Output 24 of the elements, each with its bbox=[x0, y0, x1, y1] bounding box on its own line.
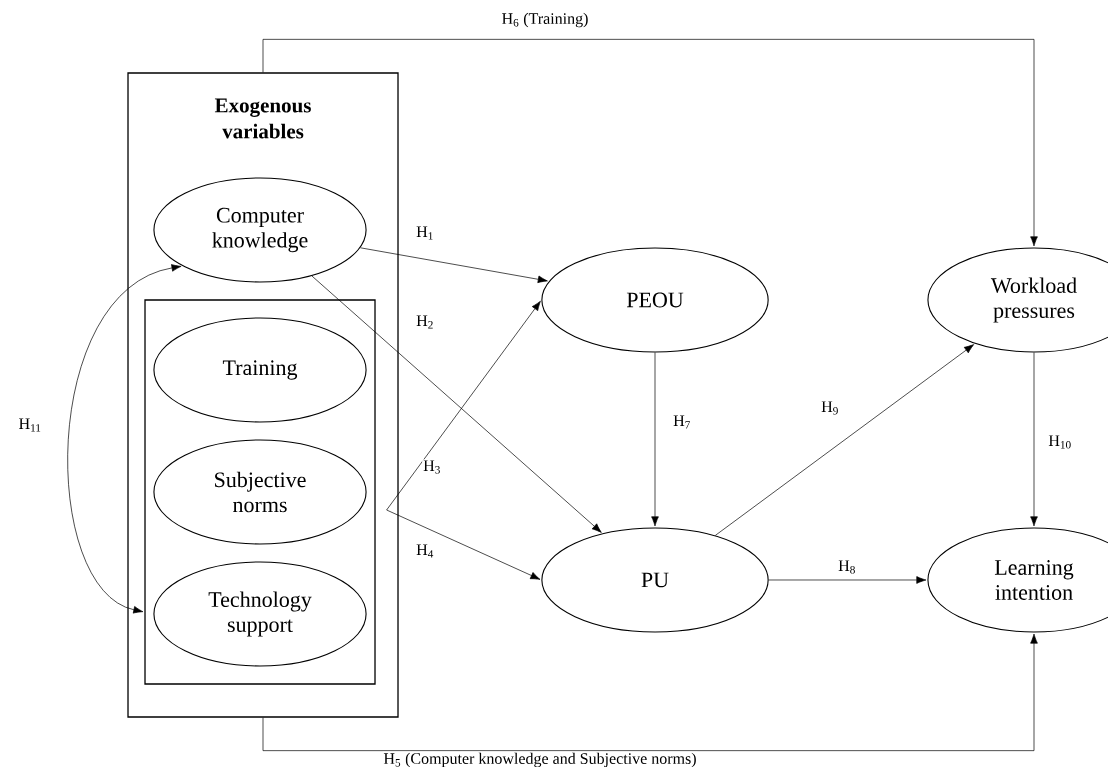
edge-label: H$_{4}$ bbox=[416, 544, 434, 558]
edge-label: H$_{6}$ (Training) bbox=[502, 12, 588, 28]
edge-label: H$_{5}$ (Computer knowledge and Subjective norms) bbox=[383, 752, 696, 767]
arrow bbox=[1030, 352, 1038, 527]
edge-label: H$_{11}$ bbox=[19, 418, 41, 432]
edge-label: H$_{3}$ bbox=[423, 460, 440, 474]
arrow bbox=[67, 264, 182, 614]
arrow bbox=[359, 247, 548, 284]
edge-label: H$_{8}$ bbox=[838, 560, 855, 574]
arrow bbox=[262, 39, 1038, 247]
edge-label: H$_{2}$ bbox=[416, 315, 433, 329]
arrow bbox=[386, 300, 541, 511]
edge-label: H$_{7}$ bbox=[673, 415, 690, 429]
arrow bbox=[714, 344, 974, 536]
arrow bbox=[386, 509, 541, 580]
arrow bbox=[262, 633, 1038, 751]
arrow bbox=[768, 576, 927, 584]
edge-label: H$_{10}$ bbox=[1048, 435, 1071, 449]
edge-label: H$_{1}$ bbox=[416, 226, 433, 240]
arrow bbox=[311, 275, 602, 533]
group-heading: Exogenous variables bbox=[214, 98, 311, 139]
group-box bbox=[144, 299, 376, 685]
edge-label: H$_{9}$ bbox=[821, 401, 838, 415]
arrow bbox=[651, 352, 659, 527]
